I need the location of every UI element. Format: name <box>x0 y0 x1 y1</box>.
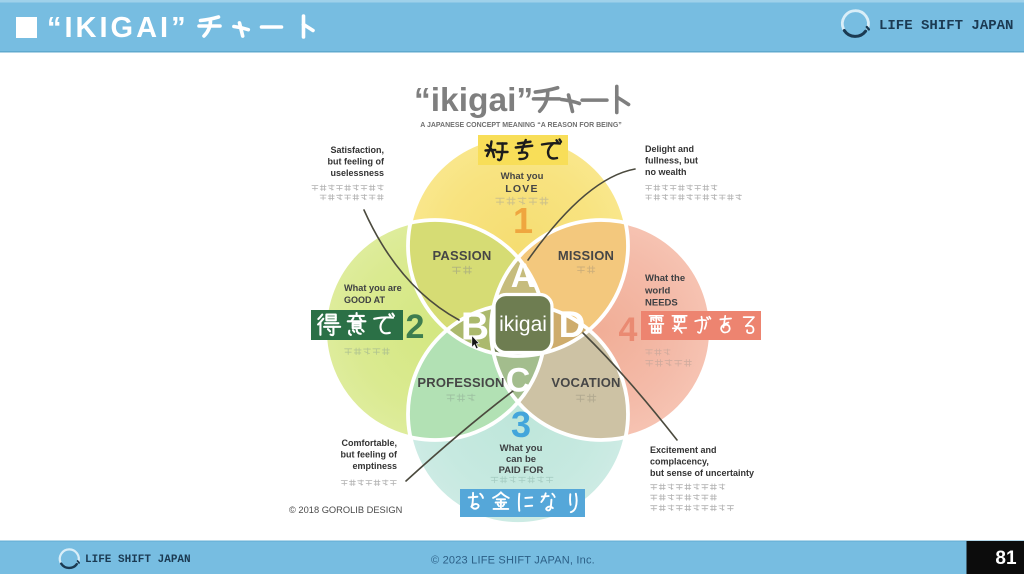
svg-text:81: 81 <box>995 548 1017 569</box>
svg-text:MISSION: MISSION <box>558 248 614 263</box>
svg-text:Satisfaction,: Satisfaction, <box>330 145 384 155</box>
svg-text:What you: What you <box>500 443 543 454</box>
svg-text:LOVE: LOVE <box>505 183 538 195</box>
svg-text:but sense of uncertainty: but sense of uncertainty <box>650 468 754 478</box>
svg-text:Delight and: Delight and <box>645 144 694 154</box>
svg-text:but feeling of: but feeling of <box>328 157 385 167</box>
svg-text:world: world <box>644 286 671 297</box>
svg-text:2: 2 <box>406 308 425 346</box>
svg-text:ikigai: ikigai <box>499 313 547 336</box>
svg-text:GOOD AT: GOOD AT <box>344 295 385 305</box>
svg-text:What the: What the <box>645 273 685 284</box>
svg-text:PAID FOR: PAID FOR <box>499 465 544 476</box>
svg-text:© 2018 GOROLIB DESIGN: © 2018 GOROLIB DESIGN <box>289 505 402 515</box>
svg-text:PROFESSION: PROFESSION <box>417 375 504 390</box>
svg-text:1: 1 <box>513 200 533 241</box>
svg-text:D: D <box>559 304 586 345</box>
svg-text:emptiness: emptiness <box>352 461 397 471</box>
svg-text:VOCATION: VOCATION <box>551 375 620 390</box>
svg-text:3: 3 <box>511 404 531 445</box>
svg-text:Excitement and: Excitement and <box>650 445 717 455</box>
svg-text:but feeling of: but feeling of <box>341 450 398 460</box>
svg-text:complacency,: complacency, <box>650 457 709 467</box>
svg-text:Comfortable,: Comfortable, <box>341 438 397 448</box>
svg-text:4: 4 <box>619 311 638 349</box>
svg-text:What you are: What you are <box>344 283 402 293</box>
svg-text:uselessness: uselessness <box>330 168 384 178</box>
svg-text:“IKIGAI”: “IKIGAI” <box>47 12 189 44</box>
svg-text:C: C <box>506 362 531 400</box>
svg-text:PASSION: PASSION <box>433 248 492 263</box>
svg-text:What you: What you <box>501 171 544 182</box>
svg-text:LIFE SHIFT JAPAN: LIFE SHIFT JAPAN <box>85 554 191 566</box>
svg-text:© 2023 LIFE SHIFT JAPAN, Inc.: © 2023 LIFE SHIFT JAPAN, Inc. <box>431 555 595 567</box>
svg-text:fullness, but: fullness, but <box>645 156 698 166</box>
svg-text:can be: can be <box>506 454 536 465</box>
svg-text:A: A <box>511 257 536 295</box>
svg-text:NEEDS: NEEDS <box>645 298 678 309</box>
svg-text:LIFE SHIFT JAPAN: LIFE SHIFT JAPAN <box>879 18 1013 34</box>
svg-text:no wealth: no wealth <box>645 167 687 177</box>
svg-text:A JAPANESE CONCEPT MEANING “A: A JAPANESE CONCEPT MEANING “A REASON FOR… <box>420 122 622 129</box>
svg-text:“ikigai”: “ikigai” <box>414 82 533 119</box>
